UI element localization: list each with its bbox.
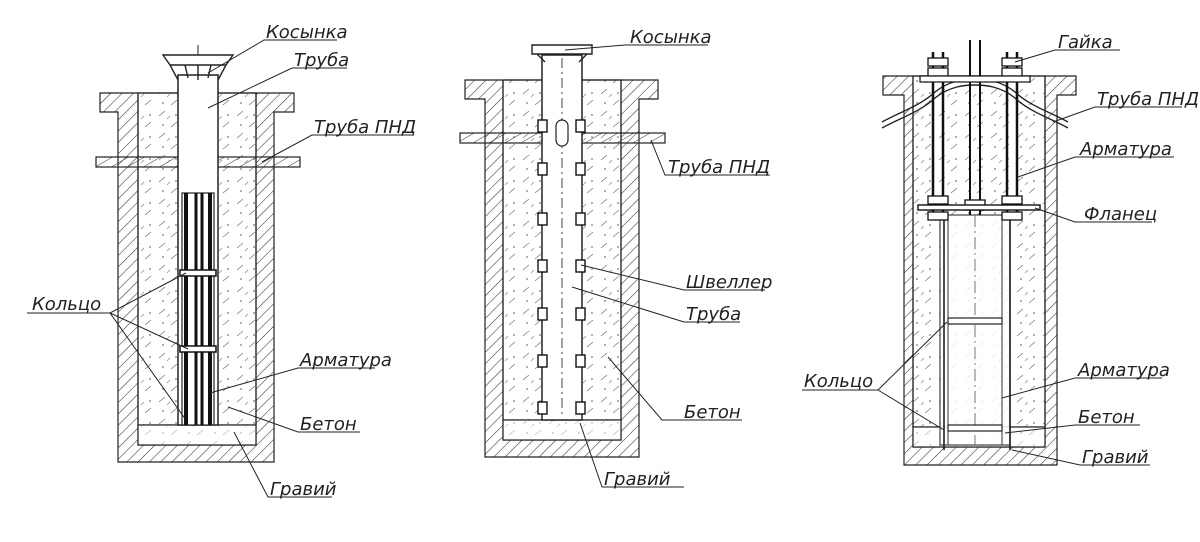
label-flanets-3: Фланец: [1084, 204, 1157, 225]
label-beton-3: Бетон: [1078, 407, 1135, 428]
channel-bar: [537, 162, 548, 176]
diagram-3: Гайка Труба ПНД Арматура Фланец Кольцо А…: [802, 32, 1199, 468]
label-graviy-3: Гравий: [1082, 447, 1149, 468]
label-kosynka-1: Косынка: [266, 22, 348, 43]
label-armatura-3: Арматура: [1079, 139, 1172, 160]
label-graviy-1: Гравий: [270, 479, 337, 500]
label-kosynka-2: Косынка: [630, 27, 712, 48]
channel-bar: [537, 119, 548, 133]
flange-3: [917, 204, 1041, 211]
label-gayka-3: Гайка: [1058, 32, 1113, 53]
channel-bar: [575, 162, 586, 176]
channel-bar: [537, 212, 548, 226]
channel-bar: [537, 354, 548, 368]
label-truba-2: Труба: [686, 304, 741, 325]
rebar-cage-1: [179, 192, 217, 426]
label-beton-1: Бетон: [300, 414, 357, 435]
label-truba-pnd-2: Труба ПНД: [668, 157, 770, 178]
diagram-1: Косынка Труба Труба ПНД Кольцо Арматура …: [27, 22, 416, 500]
channel-bar: [537, 259, 548, 273]
channel-bars-2: [537, 119, 586, 415]
label-beton-2: Бетон: [684, 402, 741, 423]
label-armatura-1: Арматура: [299, 350, 392, 371]
channel-bar: [575, 401, 586, 415]
label-truba-pnd-3: Труба ПНД: [1097, 89, 1199, 110]
hdpe-pipe-3: [881, 84, 1069, 129]
gusset-1: [161, 54, 235, 81]
channel-bar: [575, 354, 586, 368]
label-armatura2-3: Арматура: [1077, 360, 1170, 381]
channel-bar: [575, 119, 586, 133]
label-graviy-2: Гравий: [604, 469, 671, 490]
label-shveller-2: Швеллер: [686, 272, 772, 293]
label-truba-pnd-1: Труба ПНД: [314, 117, 416, 138]
channel-bar: [537, 307, 548, 321]
channel-bar: [575, 212, 586, 226]
label-koltso-3: Кольцо: [804, 371, 873, 392]
label-truba-1: Труба: [294, 50, 349, 71]
label-koltso-1: Кольцо: [32, 294, 101, 315]
channel-bar: [575, 307, 586, 321]
diagram-2: Косынка Труба ПНД Швеллер Труба Бетон Гр…: [459, 27, 772, 490]
channel-bar: [537, 401, 548, 415]
